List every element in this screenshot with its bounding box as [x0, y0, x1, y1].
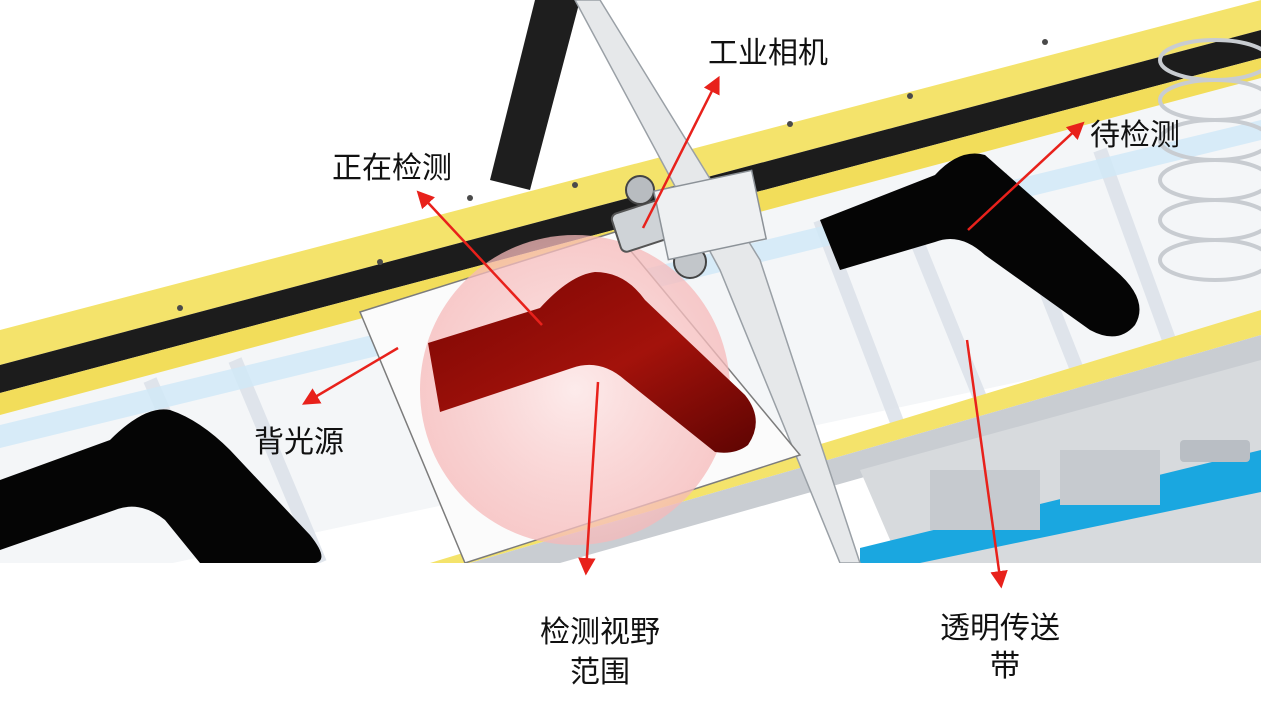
label-detecting: 正在检测 [332, 151, 452, 186]
arrow-camera [641, 75, 720, 229]
frame-block [930, 470, 1040, 530]
label-fov-line2: 范围 [570, 655, 630, 690]
conveyor-blue-base [860, 450, 1261, 563]
rail-bolts [177, 39, 1048, 311]
label-waiting: 待检测 [1090, 118, 1180, 153]
part-waiting [820, 153, 1140, 337]
label-camera: 工业相机 [708, 36, 828, 71]
arrow-backlight [301, 346, 399, 405]
frame-bracket [1180, 440, 1250, 462]
label-belt-line2: 带 [990, 649, 1020, 684]
label-fov-line1: 检测视野 [540, 615, 660, 650]
annotation-labels: 工业相机 正在检测 待检测 背光源 检测视野 范围 透明传送 带 [254, 36, 1180, 690]
arrow-waiting [967, 121, 1085, 231]
arrow-fov [578, 381, 600, 576]
camera-support-arm [574, 0, 861, 563]
spring-coil [1158, 38, 1261, 282]
part-exiting [0, 409, 322, 563]
conveyor-scene [0, 0, 1261, 563]
camera-support-leg [490, 0, 580, 190]
part-being-detected [428, 272, 756, 453]
annotation-arrows [301, 75, 1085, 589]
arrow-belt [965, 339, 1008, 589]
label-backlight: 背光源 [254, 425, 344, 460]
frame-block [1060, 450, 1160, 505]
arrow-detecting [416, 190, 543, 326]
label-belt-line1: 透明传送 [940, 611, 1060, 646]
